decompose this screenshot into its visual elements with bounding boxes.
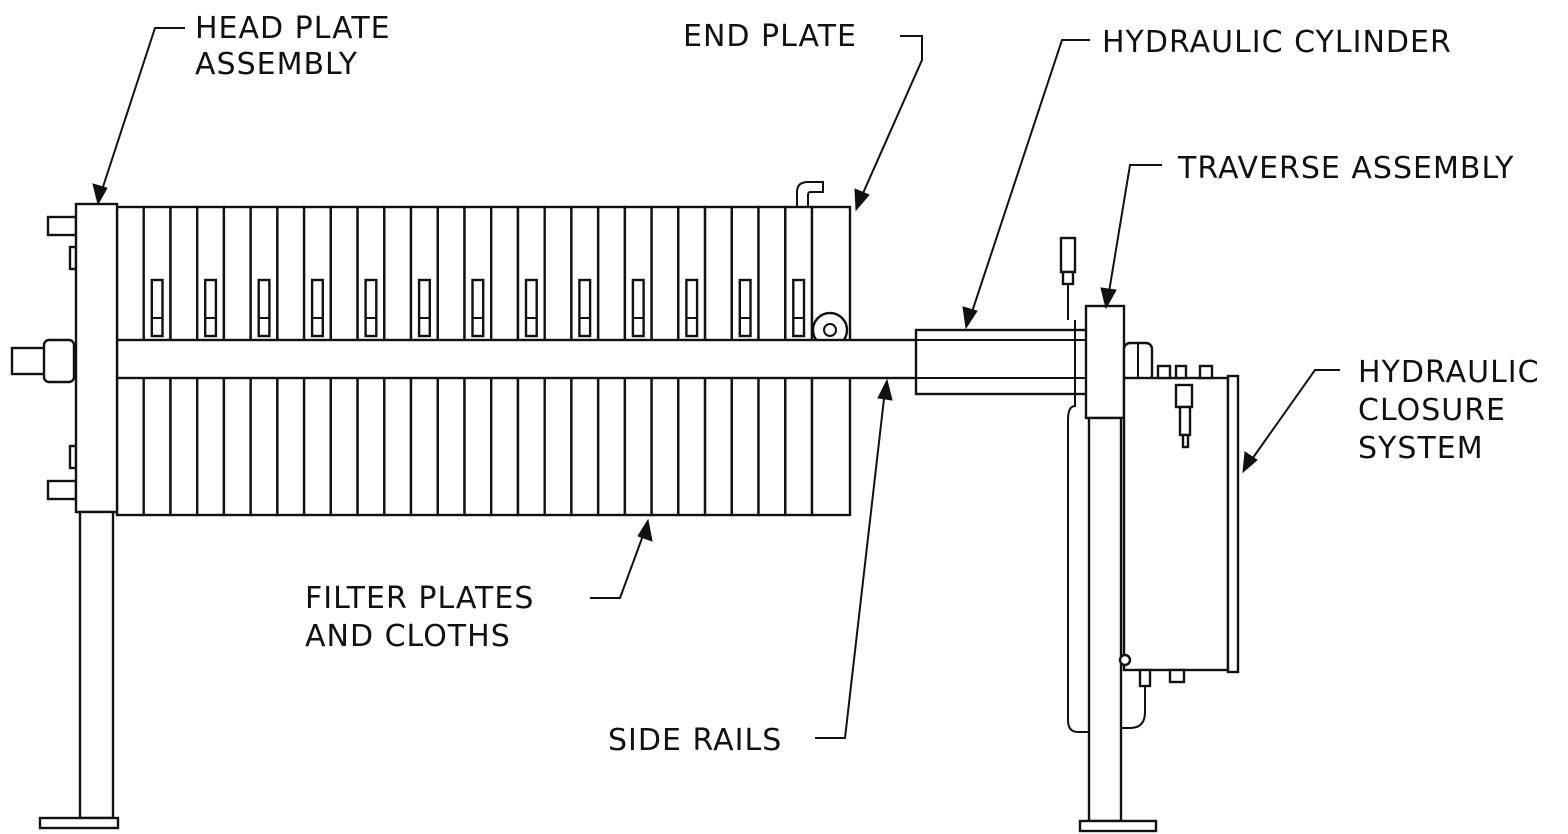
filter-cloth-slot <box>310 278 325 338</box>
label-side-rails: SIDE RAILS <box>608 723 782 758</box>
filter-cloth-slot <box>417 278 432 338</box>
filter-cloth-slot <box>364 278 378 338</box>
hydraulic-closure-system <box>1118 364 1240 729</box>
head-plate-leader <box>99 27 185 197</box>
label-closure-line1: HYDRAULIC <box>1358 355 1540 390</box>
filter-cloth-slot <box>578 278 592 338</box>
end-plate-leader <box>859 35 923 201</box>
label-traverse-assembly: TRAVERSE ASSEMBLY <box>1177 151 1515 186</box>
filter-cloth-slot <box>203 278 218 338</box>
filter-cloth-slot <box>524 278 538 338</box>
traverse-arrow-icon <box>1100 287 1117 310</box>
label-hydraulic-cylinder: HYDRAULIC CYLINDER <box>1102 25 1452 60</box>
filter-cloth-slot <box>471 278 485 338</box>
side-rails-leader <box>815 389 886 739</box>
filter-plates-arrow-icon <box>637 518 653 542</box>
filter-cloth-slot <box>792 278 806 338</box>
filter-plates-leader <box>590 529 646 599</box>
closure-arrow-icon <box>1242 451 1258 474</box>
callout-leaders <box>92 27 1340 739</box>
label-filter-plates-line1: FILTER PLATES <box>305 581 534 616</box>
label-filter-plates-line2: AND CLOTHS <box>305 619 511 654</box>
traverse-leader <box>1107 164 1162 299</box>
head-plate-assembly <box>10 202 120 830</box>
closure-leader <box>1249 369 1340 463</box>
label-closure-line2: CLOSURE <box>1358 393 1506 428</box>
filter-cloth-slot <box>631 278 645 338</box>
filter-cloth-slot <box>738 278 752 338</box>
hydraulic-cylinder-arrow-icon <box>962 306 978 330</box>
filter-cloth-slot <box>150 278 164 338</box>
filter-cloth-slot <box>257 278 271 338</box>
hydraulic-cylinder-leader <box>969 39 1090 319</box>
filter-cloth-slot <box>685 278 699 338</box>
label-closure-line3: SYSTEM <box>1358 431 1484 466</box>
label-head-plate-line1: HEAD PLATE <box>195 11 391 46</box>
traverse-assembly <box>1059 236 1158 833</box>
head-plate-arrow-icon <box>92 183 108 206</box>
end-plate-arrow-icon <box>854 188 870 212</box>
hydraulic-cylinder <box>914 328 1090 396</box>
label-head-plate-line2: ASSEMBLY <box>195 47 358 82</box>
side-rails-arrow-icon <box>877 378 893 401</box>
label-end-plate: END PLATE <box>683 19 857 54</box>
